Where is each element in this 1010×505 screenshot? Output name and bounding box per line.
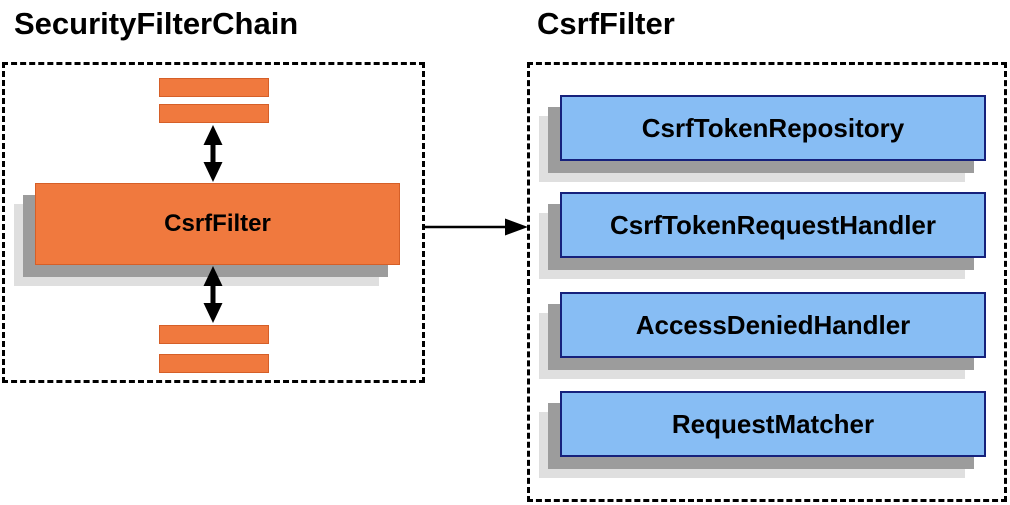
component-node-access-denied-handler: AccessDeniedHandler xyxy=(560,292,986,358)
security-filter-chain-title: SecurityFilterChain xyxy=(14,6,299,41)
double-arrow-icon xyxy=(203,266,223,323)
flow-arrow-icon xyxy=(425,218,528,236)
filter-placeholder-bar-bottom-1 xyxy=(159,325,269,344)
component-label: RequestMatcher xyxy=(671,408,875,439)
component-label: AccessDeniedHandler xyxy=(635,309,911,340)
component-node-csrf-token-repository: CsrfTokenRepository xyxy=(560,95,986,161)
component-node-request-matcher: RequestMatcher xyxy=(560,391,986,457)
csrf-filter-node: CsrfFilter xyxy=(35,183,400,265)
double-arrow-icon xyxy=(203,125,223,182)
security-filter-chain-container xyxy=(2,62,425,383)
csrf-filter-node-label: CsrfFilter xyxy=(164,210,271,237)
component-node-csrf-token-request-handler: CsrfTokenRequestHandler xyxy=(560,192,986,258)
component-label: CsrfTokenRequestHandler xyxy=(609,209,937,240)
csrf-filter-container xyxy=(527,62,1007,502)
filter-placeholder-bar-bottom-2 xyxy=(159,354,269,373)
filter-placeholder-bar-top-1 xyxy=(159,78,269,97)
csrf-filter-panel-title: CsrfFilter xyxy=(537,6,675,41)
filter-placeholder-bar-top-2 xyxy=(159,104,269,123)
component-label: CsrfTokenRepository xyxy=(641,112,905,143)
